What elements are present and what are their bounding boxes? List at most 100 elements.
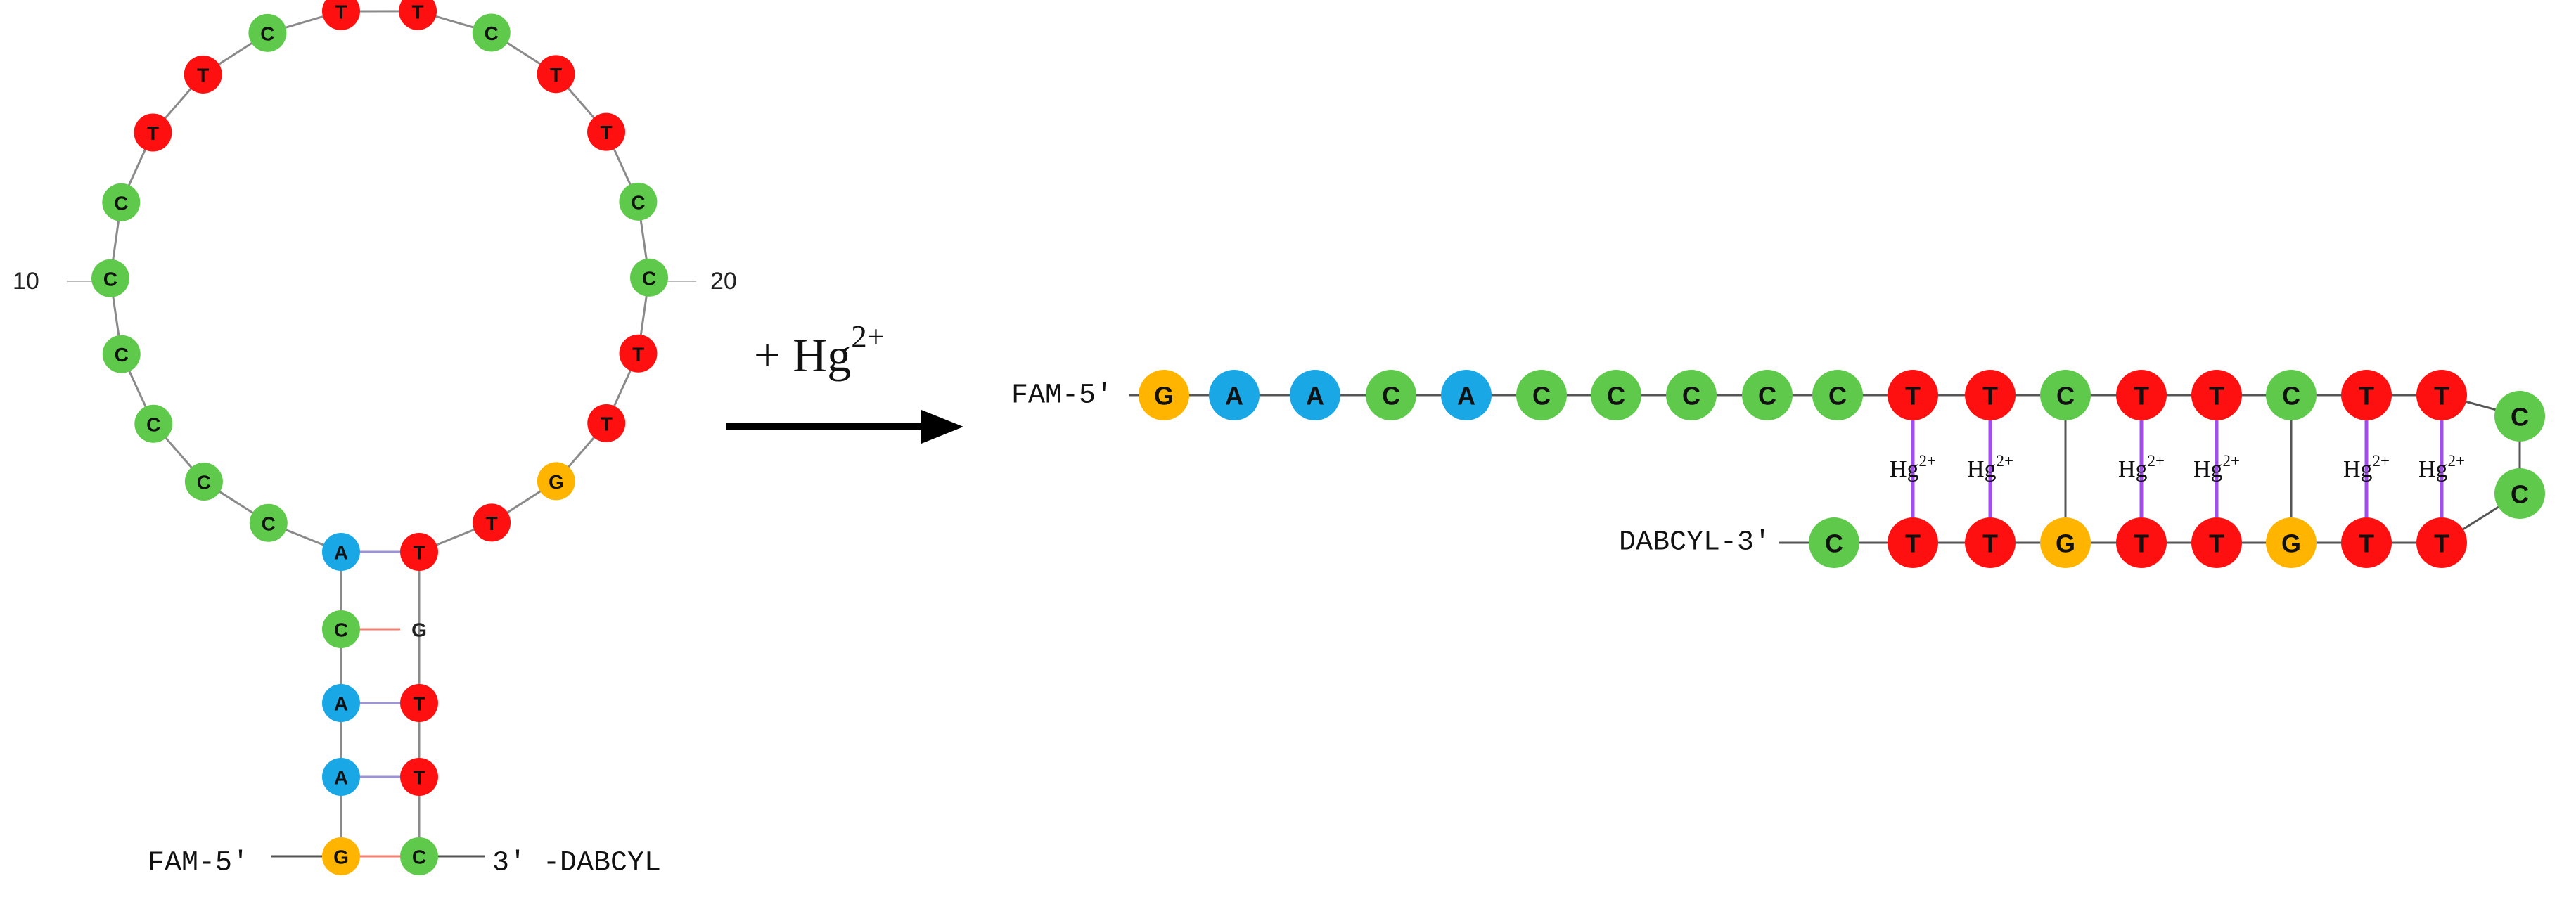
hairpin-loop-nucleotide-12: C — [472, 13, 511, 52]
hairpin-stem-left-1-letter: A — [334, 767, 348, 789]
duplex-top-strand-1: T — [1888, 370, 1938, 420]
duplex-turn-2-circle — [2494, 468, 2545, 519]
duplex-single-strand-2-letter: A — [1225, 382, 1243, 411]
duplex-bottom-strand-7-letter: G — [2281, 529, 2301, 558]
duplex-top-strand-4-circle — [2116, 370, 2167, 420]
duplex-top-strand-6-letter: C — [2282, 382, 2300, 411]
duplex-top-strand-5-circle — [2191, 370, 2242, 420]
hairpin-loop-nucleotide-3-circle — [134, 404, 173, 443]
hairpin-loop-nucleotide-3: C — [134, 404, 173, 443]
duplex-top-strand-3-letter: C — [2056, 382, 2075, 411]
duplex-single-strand-8-letter: C — [1682, 382, 1700, 411]
hairpin-stem-right-1: T — [400, 758, 438, 796]
duplex-top-strand-7-letter: T — [2359, 382, 2374, 411]
duplex-bottom-strand-2-circle — [1888, 517, 1938, 568]
duplex-bottom-strand-6: T — [2191, 517, 2242, 568]
duplex-bottom-strand-6-letter: T — [2209, 529, 2224, 558]
hairpin-loop-nucleotide-20-letter: T — [486, 513, 498, 534]
hairpin-loop-nucleotide-2: C — [184, 463, 223, 501]
duplex-top-strand-6-circle — [2266, 370, 2317, 420]
duplex-bottom-strand-6-circle — [2191, 517, 2242, 568]
hairpin-loop-nucleotide-5-circle — [91, 259, 130, 297]
hairpin-loop-nucleotide-5: C — [91, 259, 130, 297]
hairpin-stem-left-1-circle — [322, 758, 360, 796]
duplex-single-strand-3-letter: A — [1306, 382, 1324, 411]
hairpin-loop-nucleotide-13: T — [537, 55, 575, 94]
duplex-top-strand-2: T — [1965, 370, 2016, 420]
duplex-top-strand-8-circle — [2416, 370, 2467, 420]
hairpin-loop-nucleotide-19: G — [537, 462, 575, 501]
hairpin-loop-nucleotide-11: T — [399, 0, 437, 30]
hg-ion-label-2: Hg2+ — [1967, 452, 2013, 482]
duplex-top-strand-6: C — [2266, 370, 2317, 420]
hairpin-loop-nucleotide-6: C — [102, 183, 141, 221]
hairpin-loop-nucleotide-9: C — [248, 13, 287, 52]
hairpin-stem-left-2: A — [322, 684, 360, 722]
duplex-bottom-strand-5: T — [2116, 517, 2167, 568]
duplex-top-strand-2-letter: T — [1982, 382, 1998, 411]
hairpin-loop-nucleotide-7-circle — [134, 113, 172, 152]
duplex-single-strand-10-letter: C — [1828, 382, 1847, 411]
hairpin-stem-left-4-circle — [322, 533, 360, 571]
duplex-single-strand-3: A — [1290, 370, 1340, 420]
hairpin-stem-g-bottom-letter: G — [333, 846, 349, 868]
duplex-bottom-strand-4-letter: G — [2056, 529, 2075, 558]
duplex-single-strand-7: C — [1591, 370, 1641, 420]
hairpin-stem-right-1-circle — [400, 758, 438, 796]
duplex-bottom-strand-2: T — [1888, 517, 1938, 568]
duplex-top-strand-8: T — [2416, 370, 2467, 420]
hairpin-loop-nucleotide-1-letter: C — [262, 513, 276, 534]
duplex-bottom-strand-1-circle — [1809, 517, 1859, 568]
duplex-single-strand-1-circle — [1139, 370, 1189, 420]
duplex-single-strand-1-letter: G — [1154, 382, 1174, 411]
duplex-turn-1-circle — [2494, 391, 2545, 442]
hairpin-loop-nucleotide-18-letter: T — [601, 413, 613, 434]
duplex-bottom-strand-5-circle — [2116, 517, 2167, 568]
duplex-five-prime-label: FAM-5' — [1011, 380, 1113, 412]
duplex-single-strand-1: G — [1139, 370, 1189, 420]
hairpin-loop-nucleotide-7: T — [134, 113, 172, 152]
hairpin-loop-nucleotide-20: T — [473, 503, 511, 542]
duplex-single-strand-6-letter: C — [1532, 382, 1551, 411]
hairpin-loop-nucleotide-4-circle — [102, 335, 141, 373]
loop-position-10-label: 10 — [13, 268, 39, 295]
duplex-single-strand-2-circle — [1209, 370, 1260, 420]
duplex-single-strand-9: C — [1742, 370, 1793, 420]
hairpin-loop-nucleotide-8: T — [184, 55, 222, 94]
duplex-bottom-strand-2-letter: T — [1905, 529, 1921, 558]
hairpin-stem-left-3-circle — [322, 610, 360, 648]
hairpin-loop-nucleotide-14: T — [587, 112, 626, 151]
hairpin-stem-right-3: G — [411, 619, 427, 641]
hairpin-stem-left-4: A — [322, 533, 360, 571]
duplex-single-strand-7-letter: C — [1607, 382, 1625, 411]
hairpin-loop-nucleotide-16-letter: C — [642, 267, 656, 289]
duplex-single-strand-7-circle — [1591, 370, 1641, 420]
hg-ion-label-5: Hg2+ — [2193, 452, 2240, 482]
duplex-bottom-strand-1: C — [1809, 517, 1859, 568]
hairpin-loop-nucleotide-15-circle — [619, 182, 658, 221]
hairpin-stem-right-2: T — [400, 684, 438, 722]
hairpin-three-prime-label: 3' -DABCYL — [492, 848, 661, 880]
hg-ion-label-7: Hg2+ — [2343, 452, 2390, 482]
duplex-turn-2: C — [2494, 468, 2545, 519]
duplex-top-strand-5-letter: T — [2209, 382, 2224, 411]
hairpin-loop-nucleotide-9-circle — [248, 13, 287, 52]
hairpin-stem-left-1: A — [322, 758, 360, 796]
duplex-single-strand-6: C — [1516, 370, 1567, 420]
duplex-turn-2-letter: C — [2511, 480, 2529, 509]
duplex-bottom-strand-3-letter: T — [1982, 529, 1998, 558]
labels-layer: FAM-5' 3' -DABCYL 10 20 + Hg2+ FAM-5' DA… — [13, 268, 2465, 880]
hairpin-stem-right-2-circle — [400, 684, 438, 722]
hairpin-loop-nucleotide-15: C — [619, 182, 658, 221]
duplex-bottom-strand-5-letter: T — [2134, 529, 2149, 558]
duplex-bottom-strand-7-circle — [2266, 517, 2317, 568]
duplex-top-strand-3: C — [2040, 370, 2091, 420]
duplex-single-strand-2: A — [1209, 370, 1260, 420]
hairpin-loop-nucleotide-7-letter: T — [147, 122, 159, 144]
duplex-single-strand-8-circle — [1666, 370, 1717, 420]
hairpin-stem-c-bottom: C — [400, 837, 438, 875]
hairpin-loop-nucleotide-1-circle — [249, 503, 288, 542]
duplex-top-strand-4-letter: T — [2134, 382, 2149, 411]
